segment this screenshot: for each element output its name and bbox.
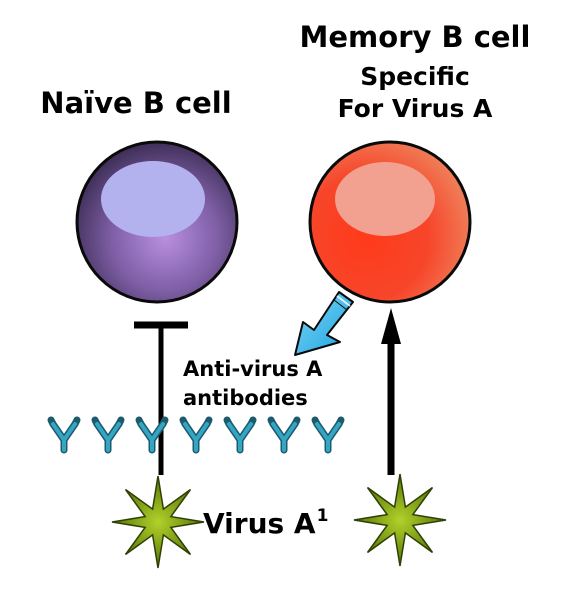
antibody-label-line1: Anti-virus A bbox=[183, 357, 323, 381]
virus-icon bbox=[111, 475, 205, 569]
virus-group bbox=[111, 473, 447, 569]
memory-cell-nucleus bbox=[335, 162, 435, 236]
antibody-icon bbox=[91, 416, 125, 454]
antibody-icon bbox=[311, 416, 345, 454]
antibody-secretion-arrow-icon bbox=[294, 291, 354, 356]
antibody-icon bbox=[223, 416, 257, 454]
antibody-icon bbox=[179, 416, 213, 454]
virus-label-text: Virus A bbox=[203, 507, 316, 540]
memory-b-cell bbox=[308, 140, 472, 304]
naive-b-cell-label: Naïve B cell bbox=[40, 86, 232, 120]
antibody-icon bbox=[135, 416, 169, 454]
naive-cell-nucleus bbox=[101, 161, 205, 237]
naive-b-cell bbox=[75, 140, 239, 304]
antibody-label-line2: antibodies bbox=[183, 386, 308, 410]
antibody-icon bbox=[47, 416, 81, 454]
virus-icon bbox=[353, 473, 447, 567]
virus-label: Virus A1 bbox=[203, 506, 328, 540]
memory-b-cell-label: Memory B cell bbox=[299, 20, 531, 54]
memory-for-virus-label: For Virus A bbox=[337, 94, 493, 123]
memory-specific-label: Specific bbox=[360, 62, 470, 91]
virus-label-superscript: 1 bbox=[316, 506, 329, 526]
antibody-row bbox=[47, 416, 345, 454]
activation-up-arrow-icon bbox=[381, 308, 401, 475]
inhibition-t-bar-icon bbox=[134, 321, 188, 475]
antibody-icon bbox=[267, 416, 301, 454]
